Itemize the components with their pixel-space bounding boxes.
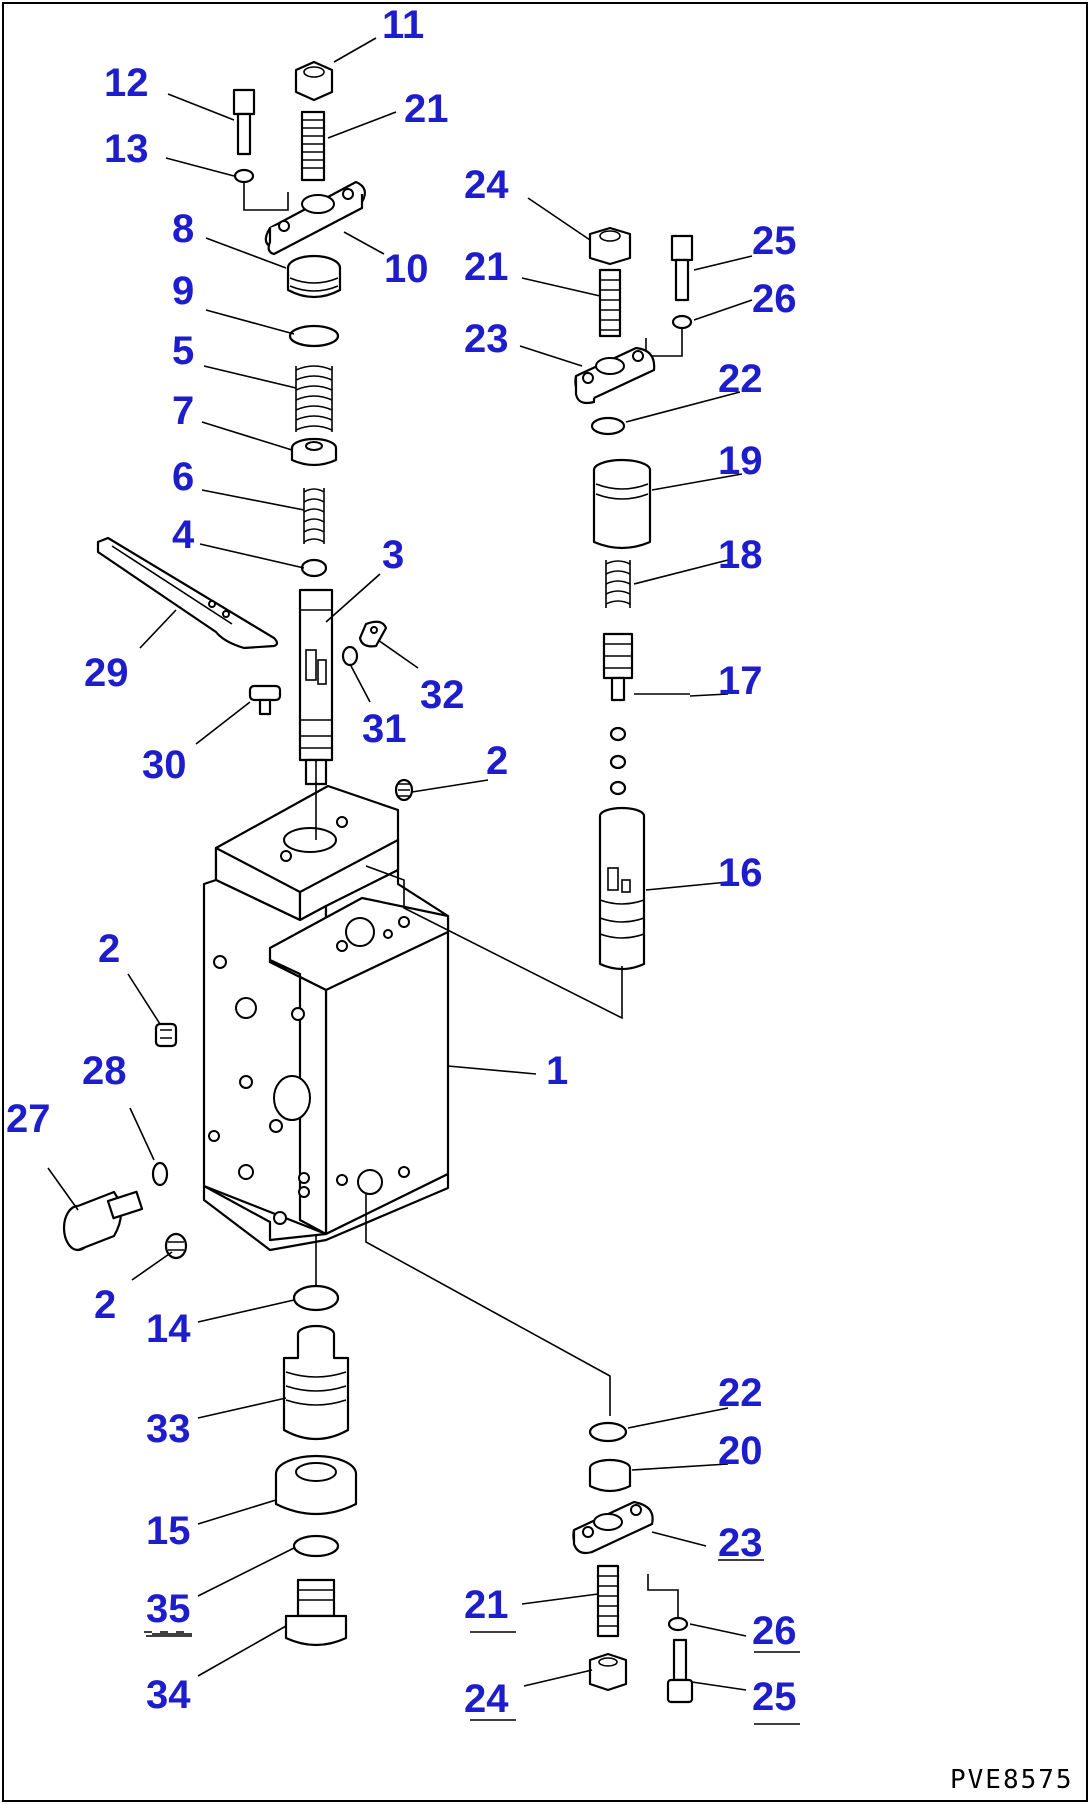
part-9-oring (288, 324, 340, 348)
label-7: 7 (172, 389, 194, 433)
part-2-plug-mid (154, 1022, 178, 1048)
label-26a: 26 (752, 277, 797, 321)
label-14: 14 (146, 1307, 191, 1351)
leader-lines (47, 37, 800, 1725)
label-18: 18 (718, 533, 763, 577)
part-24-nut-top (588, 226, 632, 266)
part-32-clip (358, 620, 388, 648)
callout-labels: 11 12 21 13 24 8 10 21 25 9 26 23 5 22 7… (6, 3, 797, 1721)
label-2b: 2 (98, 927, 120, 971)
label-24b: 24 (464, 1677, 509, 1721)
label-31: 31 (362, 707, 407, 751)
part-23-flange-bottom (572, 1500, 654, 1555)
label-2a: 2 (486, 739, 508, 783)
label-21a: 21 (404, 87, 449, 131)
part-34-plug (284, 1578, 348, 1647)
label-23a: 23 (464, 317, 509, 361)
valve-body (202, 784, 450, 1252)
part-35-oring (292, 1534, 340, 1558)
label-22a: 22 (718, 357, 763, 401)
label-22b: 22 (718, 1371, 763, 1415)
part-12-bolt (232, 88, 256, 156)
label-10: 10 (384, 247, 429, 291)
label-34: 34 (146, 1673, 191, 1717)
label-26b: 26 (752, 1609, 797, 1653)
label-20: 20 (718, 1429, 763, 1473)
part-29-lever (96, 536, 279, 650)
label-29: 29 (84, 651, 129, 695)
drawing-code: PVE8575 (950, 1765, 1074, 1795)
label-21c: 21 (464, 1583, 509, 1627)
part-28-oring (151, 1161, 169, 1187)
part-7-seat (290, 437, 338, 467)
part-13-washer (233, 168, 255, 184)
label-2c: 2 (94, 1283, 116, 1327)
label-33: 33 (146, 1407, 191, 1451)
label-4: 4 (172, 513, 195, 557)
part-5-spring (295, 365, 333, 432)
label-8: 8 (172, 207, 194, 251)
part-10-flange (264, 180, 367, 256)
part-21-stud (300, 110, 326, 182)
part-21-stud-right (598, 268, 622, 338)
part-14-oring (292, 1284, 340, 1312)
part-2-plug-upper (394, 778, 414, 802)
label-1: 1 (546, 1049, 568, 1093)
label-9: 9 (172, 269, 194, 313)
part-3-spool (298, 588, 334, 786)
label-12: 12 (104, 61, 149, 105)
part-31-ring (341, 645, 359, 667)
label-24a: 24 (464, 163, 509, 207)
part-16-spool (598, 806, 646, 971)
label-25a: 25 (752, 219, 797, 263)
part-30-pin (248, 684, 282, 716)
label-19: 19 (718, 439, 763, 483)
label-32: 32 (420, 673, 465, 717)
label-15: 15 (146, 1509, 191, 1553)
label-16: 16 (718, 851, 763, 895)
part-25-bolt-top (670, 234, 694, 302)
part-33-cartridge (282, 1324, 350, 1440)
label-25b: 25 (752, 1675, 797, 1719)
label-28: 28 (82, 1049, 127, 1093)
label-13: 13 (104, 127, 149, 171)
label-3: 3 (382, 533, 404, 577)
part-25-bolt-bottom (666, 1638, 694, 1704)
part-11-nut (294, 60, 334, 102)
part-27-plug (62, 1190, 144, 1252)
part-26-washer-top (671, 314, 693, 330)
part-26-washer-bottom (667, 1616, 689, 1632)
part-4-ball (300, 558, 328, 578)
label-27: 27 (6, 1097, 51, 1141)
part-20-plug (588, 1458, 632, 1493)
part-22-oring-bottom (588, 1421, 628, 1443)
part-6-spring (303, 488, 325, 544)
label-30: 30 (142, 743, 187, 787)
part-22-oring-top (590, 416, 626, 436)
label-6: 6 (172, 455, 194, 499)
label-21b: 21 (464, 245, 509, 289)
part-24-nut-bottom (588, 1652, 628, 1692)
part-17-piston (602, 632, 634, 796)
part-18-spring (605, 560, 631, 608)
label-5: 5 (172, 329, 194, 373)
label-23b: 23 (718, 1521, 763, 1565)
part-23-flange-top (574, 346, 656, 405)
part-21-stud-bottom (596, 1564, 620, 1638)
label-17: 17 (718, 659, 763, 703)
label-11: 11 (382, 3, 424, 47)
part-8-cap (286, 254, 342, 299)
label-35: 35 (146, 1587, 191, 1631)
part-19-sleeve (592, 458, 652, 550)
part-15-nut (274, 1454, 358, 1516)
